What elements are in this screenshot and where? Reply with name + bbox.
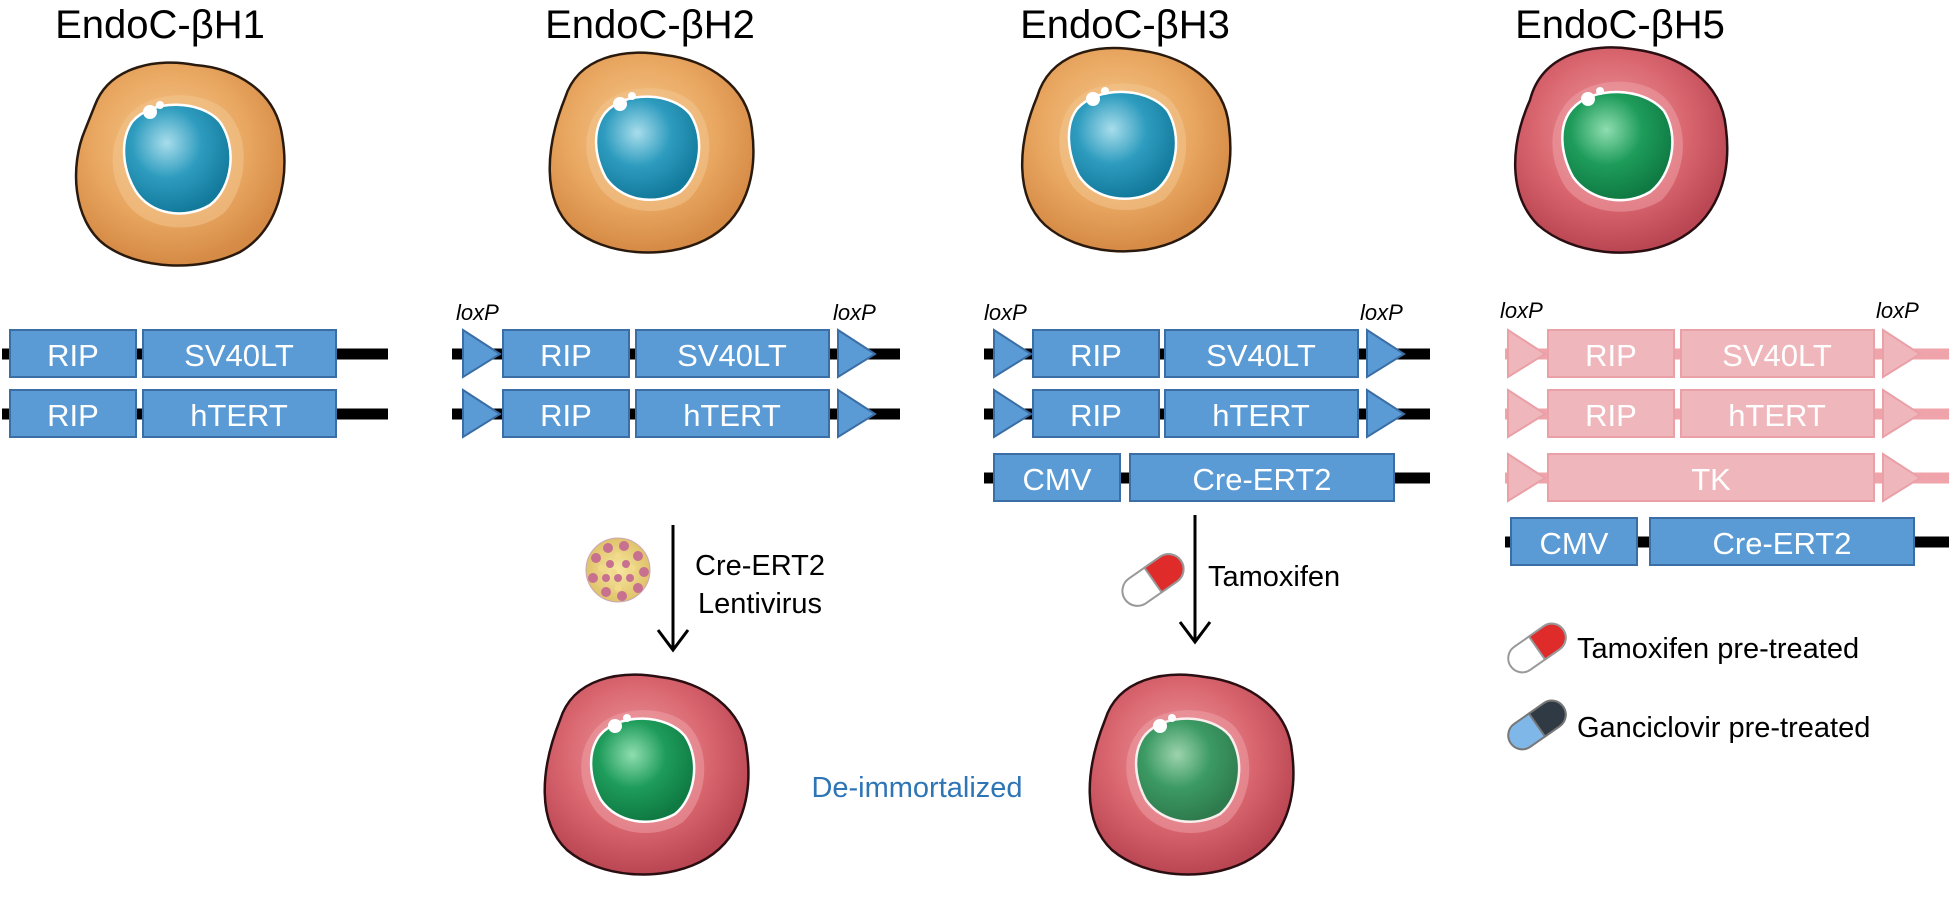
legend-ganciclovir-pill-icon xyxy=(1507,699,1567,751)
svg-text:SV40LT: SV40LT xyxy=(1722,338,1832,373)
loxp-label: loxP xyxy=(1500,298,1543,323)
cre-lentivirus-label-line1: Cre-ERT2 xyxy=(695,550,825,582)
svg-text:RIP: RIP xyxy=(1070,338,1122,373)
svg-text:SV40LT: SV40LT xyxy=(184,338,294,373)
loxp-label: loxP xyxy=(833,300,876,325)
loxp-label: loxP xyxy=(984,300,1027,325)
svg-text:hTERT: hTERT xyxy=(683,398,781,433)
legend-ganciclovir-label: Ganciclovir pre-treated xyxy=(1577,712,1870,744)
svg-text:RIP: RIP xyxy=(1585,338,1637,373)
box-cre-ert2 xyxy=(1129,453,1395,502)
box-rip-faded xyxy=(1547,329,1675,378)
svg-text:SV40LT: SV40LT xyxy=(677,338,787,373)
svg-text:RIP: RIP xyxy=(1585,398,1637,433)
svg-text:RIP: RIP xyxy=(47,398,99,433)
cell-bh2-deimmortalized xyxy=(543,673,750,876)
box-cmv xyxy=(993,453,1121,502)
loxp-label: loxP xyxy=(1876,298,1919,323)
svg-text:SV40LT: SV40LT xyxy=(1206,338,1316,373)
svg-text:RIP: RIP xyxy=(540,398,592,433)
box-rip xyxy=(1032,329,1160,378)
legend-tamoxifen-pill-icon xyxy=(1507,622,1567,674)
svg-text:RIP: RIP xyxy=(47,338,99,373)
box-htert xyxy=(142,389,337,438)
box-sv40lt xyxy=(1164,329,1359,378)
svg-text:Cre-ERT2: Cre-ERT2 xyxy=(1193,462,1332,497)
box-rip xyxy=(502,389,630,438)
tamoxifen-label: Tamoxifen xyxy=(1208,561,1340,593)
box-rip-faded xyxy=(1547,389,1675,438)
svg-text:CMV: CMV xyxy=(1540,526,1609,561)
cre-lentivirus-label-line2: Lentivirus xyxy=(698,588,822,620)
box-rip xyxy=(9,329,137,378)
svg-text:hTERT: hTERT xyxy=(1728,398,1826,433)
svg-text:Cre-ERT2: Cre-ERT2 xyxy=(1713,526,1852,561)
loxp-label: loxP xyxy=(1360,300,1403,325)
cell-bh1-orange xyxy=(74,61,286,267)
cell-bh5-red xyxy=(1514,46,1729,254)
box-sv40lt xyxy=(142,329,337,378)
tamoxifen-pill-icon xyxy=(1121,553,1185,607)
box-rip xyxy=(9,389,137,438)
box-cre-ert2 xyxy=(1649,517,1915,566)
svg-text:CMV: CMV xyxy=(1023,462,1092,497)
cell-bh3-deimmortalized xyxy=(1088,673,1295,876)
title-endoc-bh5: EndoC-βH5 xyxy=(1515,3,1725,47)
box-tk-faded xyxy=(1547,453,1875,502)
svg-text:hTERT: hTERT xyxy=(190,398,288,433)
svg-text:TK: TK xyxy=(1691,462,1731,497)
cell-bh3-orange xyxy=(1020,46,1232,253)
box-rip xyxy=(1032,389,1160,438)
constructs-bh2: loxP loxP RIP SV40LT RIP hTERT xyxy=(452,300,900,439)
box-cmv xyxy=(1510,517,1638,566)
box-htert-faded xyxy=(1680,389,1875,438)
constructs-bh1: RIP SV40LT RIP hTERT xyxy=(2,329,388,438)
box-htert xyxy=(1164,389,1359,438)
svg-text:RIP: RIP xyxy=(540,338,592,373)
title-endoc-bh1: EndoC-βH1 xyxy=(55,3,265,47)
arrow-bh2 xyxy=(656,525,690,653)
legend-tamoxifen-label: Tamoxifen pre-treated xyxy=(1577,633,1859,665)
arrow-bh3 xyxy=(1178,515,1212,645)
virus-icon xyxy=(585,537,651,603)
box-htert xyxy=(635,389,830,438)
title-endoc-bh2: EndoC-βH2 xyxy=(545,3,755,47)
svg-text:hTERT: hTERT xyxy=(1212,398,1310,433)
box-sv40lt-faded xyxy=(1680,329,1875,378)
box-rip xyxy=(502,329,630,378)
constructs-bh5: loxP loxP RIP SV40LT RIP hTERT TK CMV Cr… xyxy=(1500,298,1949,566)
de-immortalized-label: De-immortalized xyxy=(811,772,1022,804)
cell-bh2-orange xyxy=(548,51,755,254)
constructs-bh3: loxP loxP RIP SV40LT RIP hTERT CMV Cre-E… xyxy=(984,300,1430,502)
loxp-label: loxP xyxy=(456,300,499,325)
svg-text:RIP: RIP xyxy=(1070,398,1122,433)
box-sv40lt xyxy=(635,329,830,378)
title-endoc-bh3: EndoC-βH3 xyxy=(1020,3,1230,47)
